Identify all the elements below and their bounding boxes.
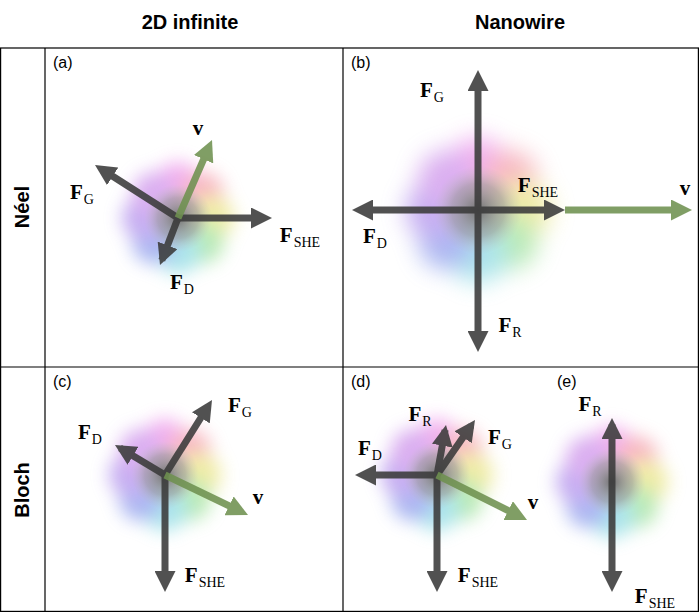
velocity-label: v (193, 118, 204, 139)
symbol: Bloch (11, 462, 33, 518)
subscript: R (422, 414, 431, 429)
panel-letter: (e) (557, 373, 577, 391)
force-label: FSHE (635, 586, 675, 607)
velocity-arrows (165, 140, 692, 520)
column-heading: Nanowire (475, 12, 565, 32)
force-label: FR (578, 394, 601, 415)
symbol: F (185, 563, 198, 587)
force-label: FR (408, 404, 431, 425)
force-label: FG (70, 182, 94, 203)
force-label: FR (498, 315, 521, 336)
symbol: Néel (11, 186, 33, 228)
symbol: F (70, 180, 83, 204)
symbol: v (680, 176, 691, 200)
row-heading: Néel (12, 186, 32, 228)
symbol: F (488, 425, 501, 449)
force-label: FD (78, 422, 102, 443)
force-label: FSHE (458, 565, 498, 586)
symbol: F (408, 402, 421, 426)
symbol: F (170, 270, 183, 294)
velocity-label: v (680, 178, 691, 199)
force-label: FD (358, 438, 382, 459)
force-label: FSHE (185, 565, 225, 586)
force-label: FSHE (518, 175, 558, 196)
subscript: G (434, 90, 444, 105)
subscript: D (184, 282, 194, 297)
force-label: FD (363, 226, 387, 247)
force-label: FSHE (280, 225, 320, 246)
subscript: SHE (294, 235, 320, 250)
panel-letter: (d) (351, 373, 371, 391)
symbol: v (253, 485, 264, 509)
symbol: F (280, 223, 293, 247)
row-heading: Bloch (12, 462, 32, 518)
symbol: F (78, 420, 91, 444)
subscript: G (502, 437, 512, 452)
velocity-label: v (253, 487, 264, 508)
force-label: FG (420, 80, 444, 101)
subscript: SHE (649, 596, 675, 611)
symbol: F (358, 436, 371, 460)
subscript: D (92, 432, 102, 447)
symbol: F (635, 584, 648, 608)
symbol: v (193, 116, 204, 140)
symbol: F (363, 224, 376, 248)
panel: (b) (343, 48, 699, 367)
symbol: v (528, 490, 539, 514)
subscript: SHE (532, 185, 558, 200)
force-label: FD (170, 272, 194, 293)
subscript: G (242, 405, 252, 420)
panel: (a) (45, 48, 343, 367)
symbol: F (420, 78, 433, 102)
subscript: SHE (199, 575, 225, 590)
panel-letter: (c) (53, 373, 72, 391)
symbol: F (518, 173, 531, 197)
force-arrows (95, 70, 612, 592)
panel: (d) (e) (343, 367, 699, 612)
symbol: F (498, 313, 511, 337)
subscript: SHE (472, 575, 498, 590)
symbol: Nanowire (475, 11, 565, 33)
symbol: F (458, 563, 471, 587)
subscript: G (84, 192, 94, 207)
symbol: F (228, 393, 241, 417)
panel-letter: (b) (351, 54, 371, 72)
subscript: D (377, 236, 387, 251)
velocity-label: v (528, 492, 539, 513)
symbol: 2D infinite (142, 11, 239, 33)
panel-letter: (a) (53, 54, 73, 72)
force-label: FG (488, 427, 512, 448)
subscript: R (592, 404, 601, 419)
panel-grid (0, 48, 699, 612)
symbol: F (578, 392, 591, 416)
skyrmion-images (109, 137, 668, 538)
subscript: D (372, 448, 382, 463)
force-label: FG (228, 395, 252, 416)
subscript: R (512, 325, 521, 340)
column-heading: 2D infinite (142, 12, 239, 32)
